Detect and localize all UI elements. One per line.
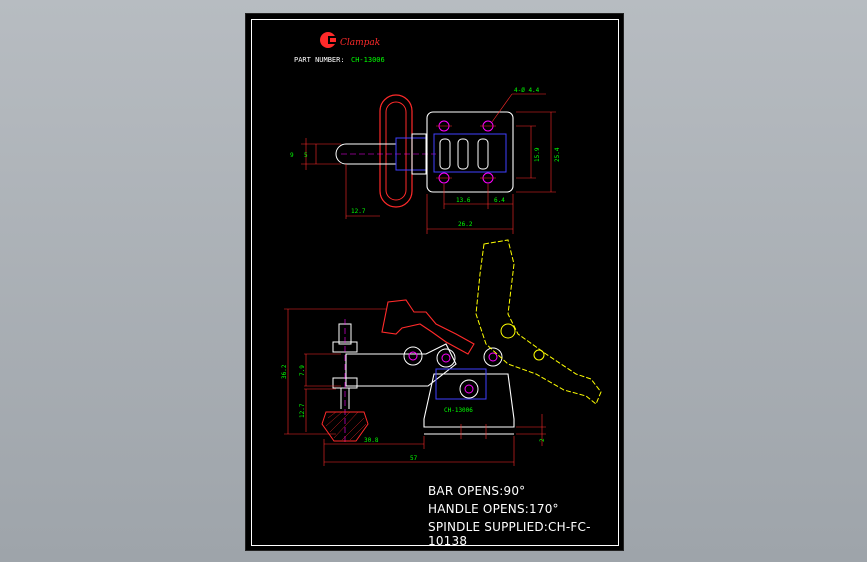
dim-5: 5 [304, 152, 308, 159]
note-bar-opens: BAR OPENS:90° [428, 484, 526, 498]
dim-9: 9 [290, 152, 294, 159]
model-label: CH-13006 [444, 407, 473, 414]
technical-drawing: Clampak PART NUMBER: CH-13006 [281, 32, 602, 466]
dim-2: 2 [539, 438, 546, 442]
dim-12-7-top: 12.7 [351, 208, 366, 215]
side-view: 36.2 7.9 12.7 30.8 57 2 CH-13006 [281, 239, 602, 466]
dim-6-4: 6.4 [494, 197, 505, 204]
dim-7-9: 7.9 [299, 365, 306, 376]
drawing-border [251, 19, 619, 546]
dim-12-7-side: 12.7 [299, 403, 306, 418]
brand-name: Clampak [340, 38, 380, 48]
dim-15-9: 15.9 [534, 147, 541, 162]
dim-13-6: 13.6 [456, 197, 471, 204]
dim-25-4: 25.4 [554, 147, 561, 162]
dim-26-2: 26.2 [458, 221, 473, 228]
dim-36-2: 36.2 [281, 364, 288, 379]
dim-30-8: 30.8 [364, 437, 379, 444]
part-number-value: CH-13006 [351, 56, 385, 64]
note-spindle: SPINDLE SUPPLIED:CH-FC-10138 [428, 520, 591, 548]
dim-hole-spec: 4-Ø 4.4 [514, 87, 540, 94]
brand-logo: Clampak [320, 32, 380, 48]
drawing-sheet: Clampak PART NUMBER: CH-13006 [245, 13, 624, 551]
note-handle-opens: HANDLE OPENS:170° [428, 502, 559, 516]
top-view: 9 5 12.7 13.6 6.4 26.2 4-Ø 4.4 15.9 25.4 [290, 87, 561, 234]
part-number-label: PART NUMBER: [294, 56, 345, 64]
dim-57: 57 [410, 455, 418, 462]
